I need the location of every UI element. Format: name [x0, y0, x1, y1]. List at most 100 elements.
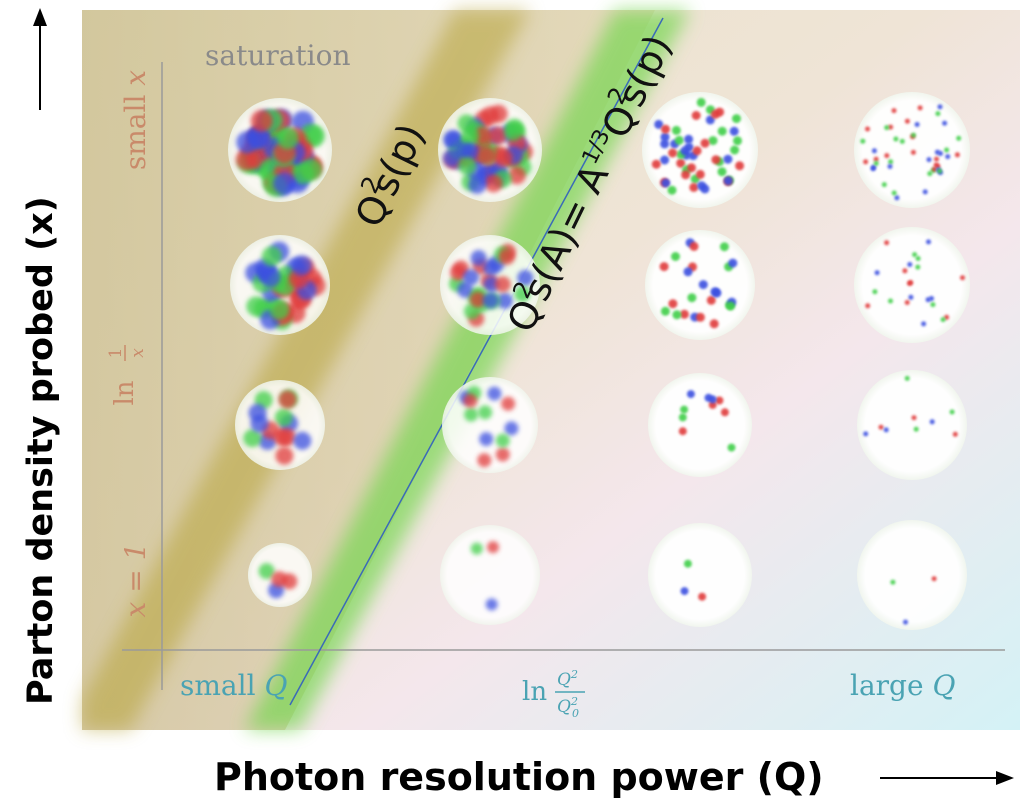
parton-dot: [489, 126, 507, 145]
parton-dot: [907, 280, 912, 286]
parton-dot: [477, 146, 496, 165]
y-axis-title: Parton density probed (x): [21, 196, 61, 705]
parton-dot: [874, 270, 880, 276]
parton-dot: [865, 303, 871, 309]
parton-dot: [494, 149, 513, 167]
parton-dot: [292, 162, 315, 185]
parton-dot: [907, 262, 913, 267]
parton-disk: [440, 235, 540, 335]
parton-dot: [708, 136, 718, 146]
parton-dot: [884, 240, 890, 246]
parton-dot: [930, 302, 936, 308]
parton-dot: [477, 453, 492, 468]
parton-dot: [891, 108, 897, 114]
parton-dot: [659, 262, 669, 272]
parton-dot: [706, 295, 716, 305]
parton-dot: [473, 126, 492, 145]
parton-dot: [926, 239, 931, 245]
parton-dot: [243, 429, 262, 448]
parton-dot: [717, 167, 727, 177]
parton-dot: [891, 190, 897, 196]
parton-dot: [461, 142, 480, 161]
svg-text:small x: small x: [119, 70, 152, 170]
parton-dot: [915, 264, 921, 270]
parton-dot: [671, 252, 680, 261]
parton-dot: [671, 125, 681, 135]
parton-dot: [952, 431, 958, 437]
parton-dot: [504, 421, 519, 436]
parton-dot: [683, 559, 692, 568]
parton-dot: [661, 178, 671, 188]
parton-dot: [709, 319, 719, 329]
parton-dot: [717, 126, 727, 136]
parton-dot: [925, 297, 931, 303]
parton-dot: [902, 268, 908, 274]
parton-dot: [956, 135, 962, 141]
parton-dot: [873, 160, 879, 166]
parton-dot: [674, 135, 684, 145]
parton-dot: [660, 132, 670, 142]
svg-text:Q20: Q20: [557, 695, 579, 720]
svg-text:ln: ln: [522, 677, 547, 707]
parton-disk: [642, 92, 758, 208]
parton-dot: [910, 149, 916, 155]
parton-dot: [275, 446, 294, 465]
parton-dot: [695, 312, 705, 322]
svg-text:x: x: [128, 348, 148, 358]
parton-dot: [695, 169, 705, 179]
parton-dot: [708, 400, 717, 409]
parton-dot: [732, 114, 741, 124]
parton-dot: [870, 166, 876, 172]
svg-text:Parton density probed (x): Parton density probed (x): [21, 196, 61, 705]
parton-dot: [921, 321, 927, 327]
parton-dot: [273, 172, 296, 195]
parton-dot: [498, 248, 515, 265]
parton-disk: [230, 235, 330, 335]
parton-dot: [258, 563, 275, 580]
parton-dot: [678, 413, 687, 422]
parton-dot: [723, 154, 733, 164]
parton-dot: [937, 168, 943, 174]
disk-background: [857, 520, 967, 630]
parton-dot: [250, 414, 269, 433]
parton-dot: [883, 427, 889, 433]
parton-disk: [248, 543, 312, 607]
parton-dot: [931, 576, 937, 582]
y-tick-bottom: x = 1: [119, 543, 152, 618]
parton-dot: [274, 408, 293, 427]
parton-dot: [894, 195, 900, 201]
parton-dot: [697, 181, 707, 191]
parton-dot: [917, 105, 923, 111]
parton-dot: [860, 138, 866, 144]
parton-dot: [483, 259, 500, 276]
parton-dot: [276, 127, 299, 150]
parton-disk-grid: [228, 92, 970, 630]
parton-dot: [873, 156, 879, 162]
parton-disk: [438, 98, 542, 202]
parton-dot: [872, 289, 878, 295]
parton-dot: [661, 124, 670, 134]
disk-background: [648, 523, 752, 627]
parton-dot: [911, 132, 916, 138]
parton-dot: [469, 291, 486, 308]
disk-background: [440, 525, 540, 625]
parton-dot: [904, 375, 910, 381]
parton-dot: [726, 301, 736, 311]
parton-dot: [942, 120, 948, 126]
parton-dot: [903, 619, 908, 625]
parton-dot: [710, 287, 720, 297]
parton-dot: [683, 267, 693, 277]
parton-dot: [668, 299, 678, 309]
parton-dot: [949, 409, 955, 415]
saturation-scale-line: [289, 17, 664, 706]
parton-dot: [277, 428, 296, 446]
parton-dot: [954, 152, 960, 158]
parton-dot: [443, 130, 462, 149]
parton-dot: [271, 571, 288, 588]
parton-dot: [727, 443, 736, 452]
parton-dot: [443, 149, 461, 167]
parton-dot: [715, 396, 724, 405]
parton-disk: [648, 373, 752, 477]
parton-disk: [442, 377, 538, 473]
parton-dot: [484, 174, 503, 193]
